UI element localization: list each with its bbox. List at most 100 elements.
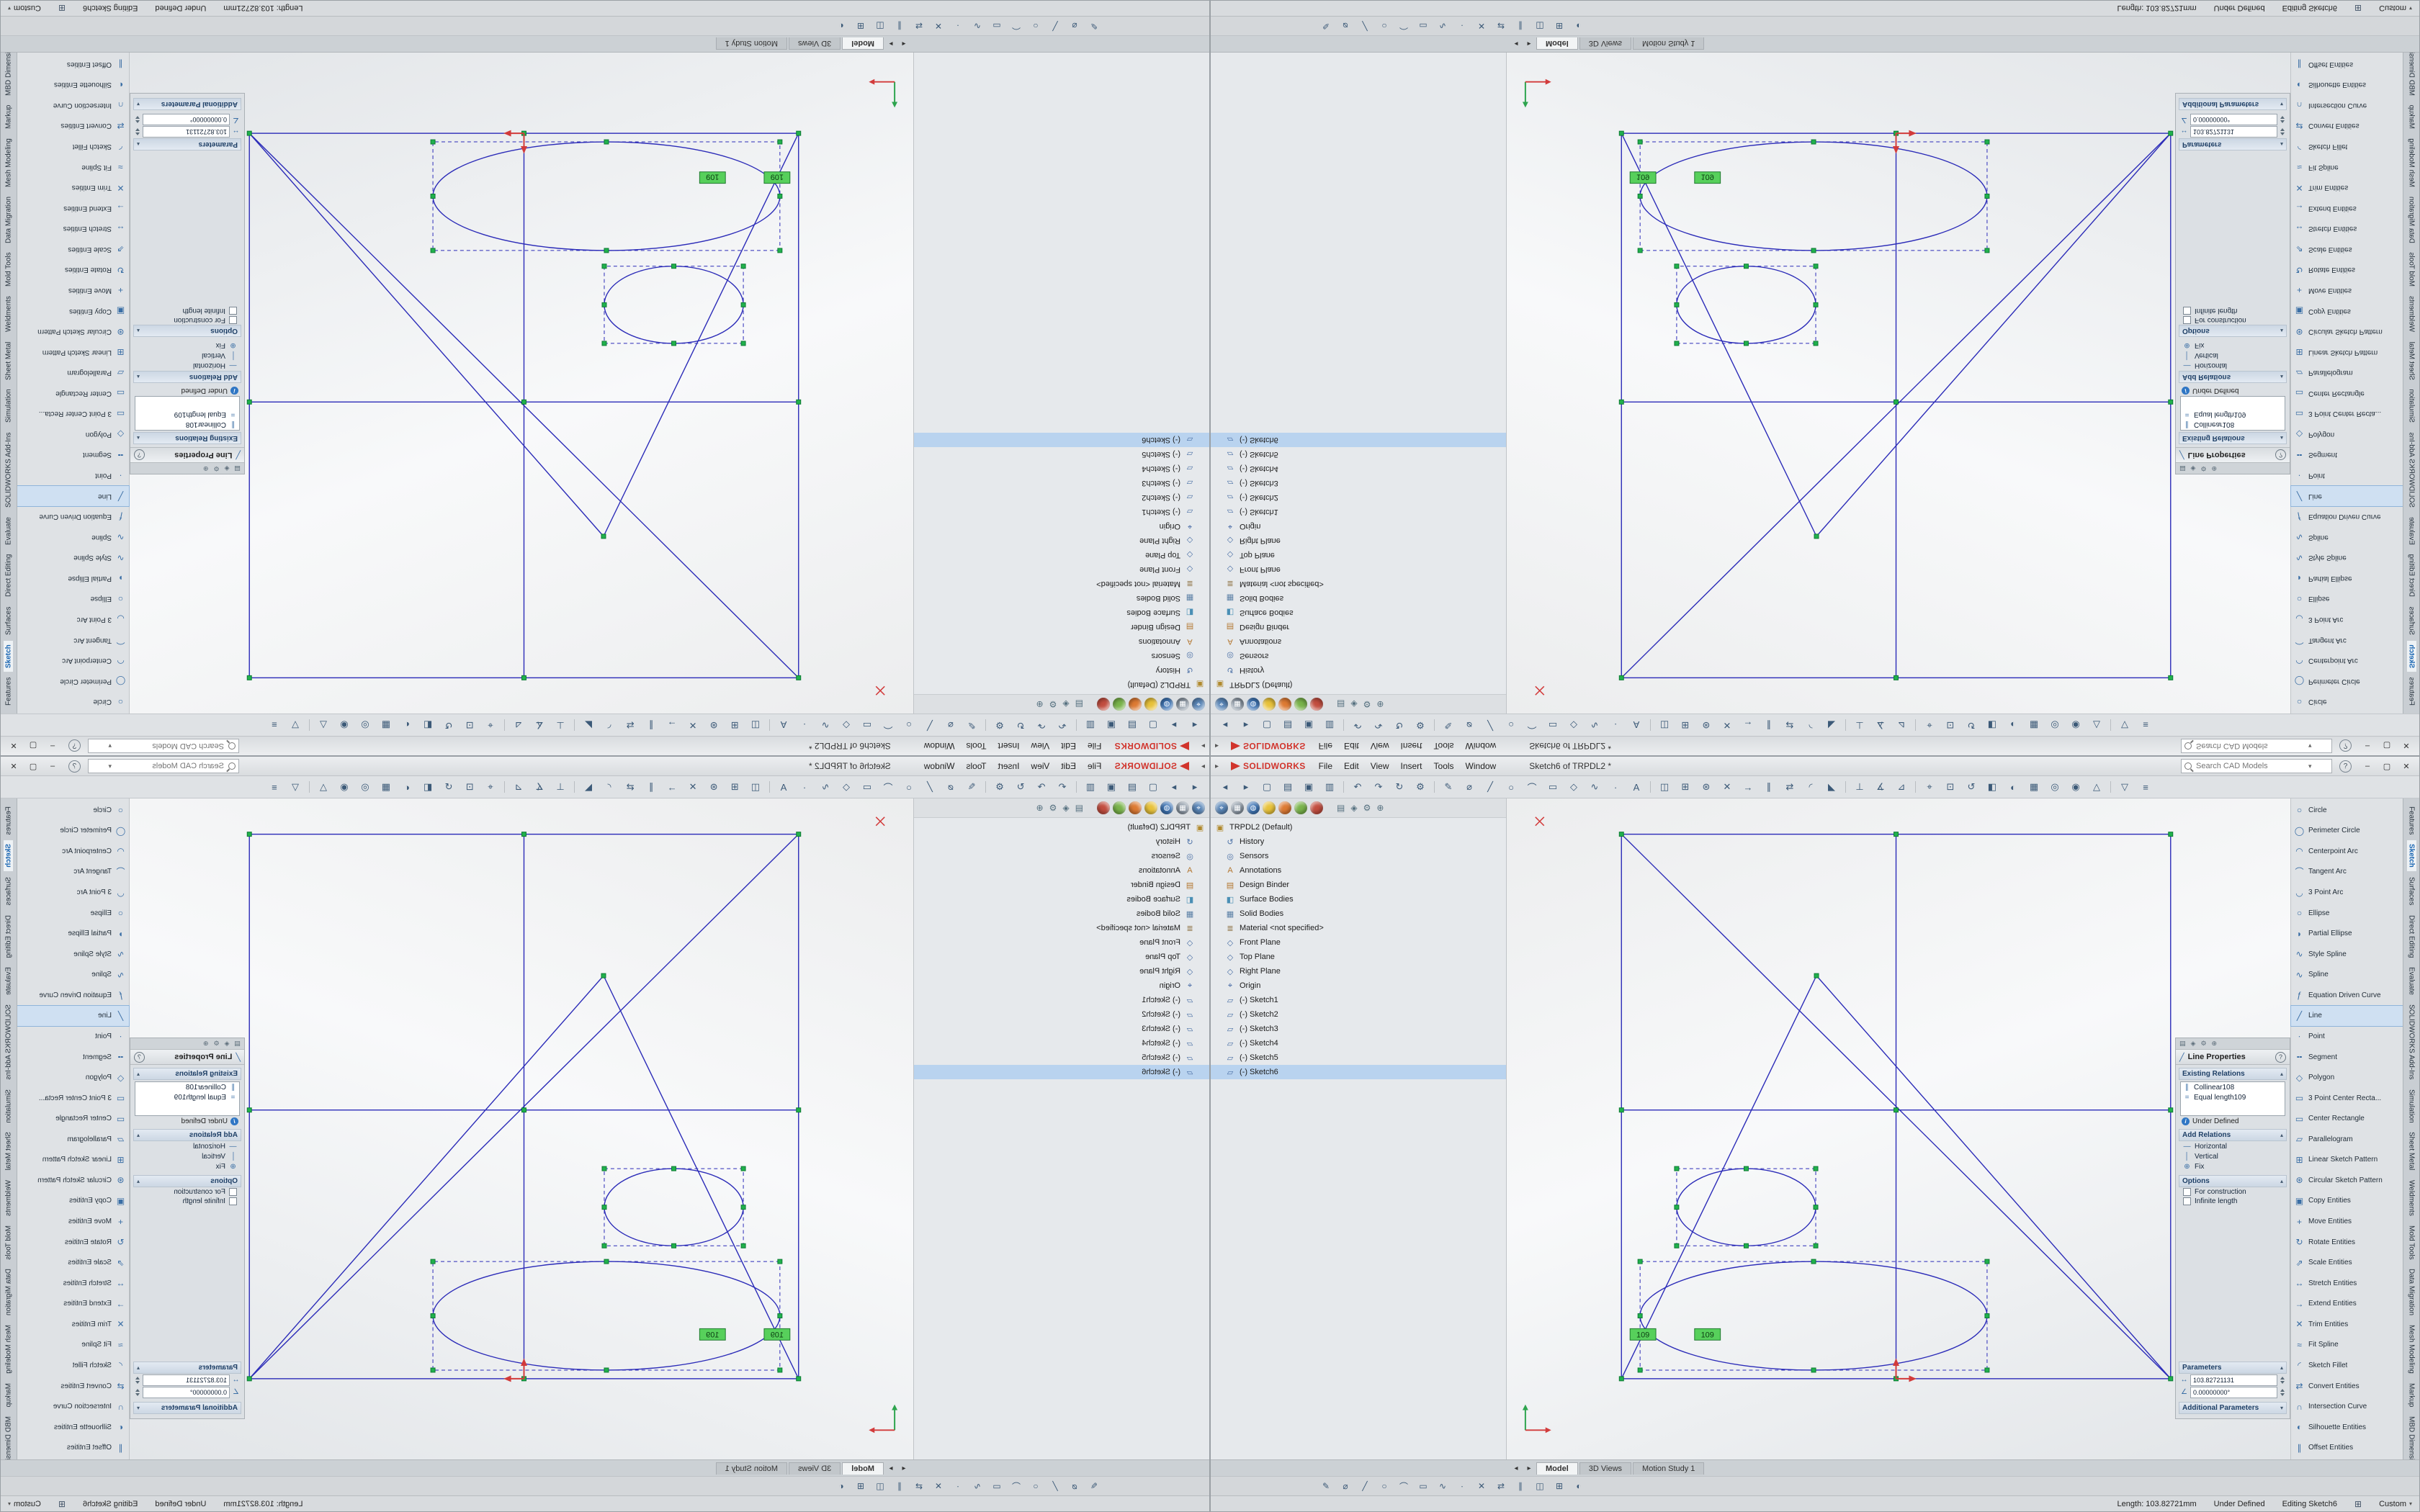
relations-listbox[interactable]: ∥ Collinear108 = Equal length109	[135, 396, 240, 431]
sketch-tool-button[interactable]: ⊛ Circular Sketch Pattern	[2291, 321, 2403, 342]
options-header[interactable]: Options ▴	[133, 1175, 241, 1187]
minimize-button[interactable]: –	[2365, 742, 2370, 750]
sketch-tool-button[interactable]: ◐ Silhouette Entities	[2291, 1417, 2403, 1438]
sketch-tool-button[interactable]: ▱ Parallelogram	[17, 1129, 129, 1150]
trim-entities-icon[interactable]: ✕	[689, 720, 697, 731]
commandmanager-tab[interactable]: SOLIDWORKS Add-Ins	[2407, 1004, 2416, 1080]
tab-scroll-left-icon[interactable]: ◂	[1514, 40, 1518, 48]
zoom-area-icon[interactable]: ⊡	[1946, 720, 1955, 731]
redo-icon[interactable]: ↷	[1037, 781, 1046, 792]
dimxpertmanager-tab-icon[interactable]: ⊕	[1036, 803, 1044, 813]
commandmanager-tab[interactable]: Direct Editing	[2407, 914, 2416, 958]
chamfer-icon[interactable]: ◣	[585, 720, 592, 731]
sketch-tool-button[interactable]: ✕ Trim Entities	[17, 177, 129, 198]
parameter-value-input[interactable]: 0.00000000°	[143, 1386, 230, 1398]
commandmanager-tab[interactable]: Surfaces	[2407, 877, 2416, 906]
checkbox[interactable]	[2183, 307, 2191, 315]
yellow-appearance-orb-icon[interactable]	[1263, 698, 1276, 711]
zoom-fit-orb-icon[interactable]: ⌖	[1192, 698, 1205, 711]
sketch-tool-button[interactable]: ⊞ Linear Sketch Pattern	[2291, 342, 2403, 363]
featuremanager-tab-icon[interactable]: ▤	[1075, 699, 1083, 709]
featuremanager-tab-icon[interactable]: ▤	[2179, 465, 2186, 472]
separator[interactable]	[769, 719, 770, 731]
sketch-tool-button[interactable]: ⊛ Circular Sketch Pattern	[17, 321, 129, 342]
tree-item[interactable]: ▦ Solid Bodies	[914, 906, 1209, 921]
back-icon[interactable]: ◂	[1222, 781, 1228, 792]
tree-item[interactable]: ▤ Design Binder	[1211, 620, 1506, 634]
display-style-icon[interactable]: ◐	[404, 781, 410, 793]
sketch-geometry[interactable]	[1621, 833, 2172, 1380]
graphics-area[interactable]: 109 109	[1507, 53, 2290, 714]
separator[interactable]	[504, 719, 505, 731]
search-box[interactable]: ▾	[88, 759, 239, 773]
menu-item[interactable]: Tools	[966, 761, 987, 771]
commandmanager-tab[interactable]: Direct Editing	[4, 554, 13, 598]
help-icon[interactable]: ?	[2339, 760, 2352, 773]
globe-orb-icon[interactable]: ◍	[1160, 801, 1173, 814]
sketch-tool-button[interactable]: ◗ Partial Ellipse	[17, 568, 129, 589]
separator[interactable]	[574, 781, 575, 793]
sketch-tool-button[interactable]: ╍ Segment	[2291, 1047, 2403, 1068]
sketch-tool-button[interactable]: + Move Entities	[17, 1211, 129, 1232]
sketch-tool-button[interactable]: ○ Circle	[17, 800, 129, 821]
maximize-button[interactable]: ▢	[2383, 762, 2391, 771]
add-relations-header[interactable]: Add Relations ▴	[2179, 1129, 2287, 1141]
tree-item[interactable]: ≣ Material <not specified>	[914, 577, 1209, 591]
green-orb-icon[interactable]	[1113, 801, 1126, 814]
forward-icon[interactable]: ▸	[1171, 720, 1177, 731]
checkbox[interactable]	[229, 1188, 237, 1196]
dimxpertmanager-tab-icon[interactable]: ⊕	[202, 465, 209, 472]
chamfer-icon[interactable]: ◣	[1828, 781, 1835, 792]
separator[interactable]	[1343, 781, 1344, 793]
relations-listbox[interactable]: ∥ Collinear108 = Equal length109	[2180, 396, 2285, 431]
featuremanager-tab-icon[interactable]: ▤	[1337, 699, 1345, 709]
sketch-geometry[interactable]	[248, 132, 799, 679]
sketch-tool-button[interactable]: ↔ Stretch Entities	[17, 219, 129, 240]
commandmanager-tab[interactable]: Evaluate	[2407, 967, 2416, 996]
search-input[interactable]	[115, 761, 225, 771]
menu-item[interactable]: File	[1318, 761, 1333, 771]
trim-entities-icon[interactable]: ✕	[934, 21, 943, 31]
sketch-tool-button[interactable]: ╍ Segment	[2291, 445, 2403, 466]
sketch-tool-button[interactable]: ∙ Point	[17, 1026, 129, 1047]
save-icon[interactable]: ▣	[1106, 720, 1116, 731]
tab-scroll-right-icon[interactable]: ▸	[889, 40, 893, 48]
tree-item[interactable]: ↺ History	[914, 834, 1209, 849]
sketch-tool-button[interactable]: ○ Ellipse	[17, 589, 129, 610]
commandmanager-tab[interactable]: Markup	[4, 104, 13, 129]
rectangle-icon[interactable]: ▭	[992, 1481, 1001, 1491]
relation-item[interactable]: = Equal length109	[138, 1094, 237, 1102]
tree-item[interactable]: ≣ Material <not specified>	[1211, 921, 1506, 935]
line-icon[interactable]: ╱	[927, 781, 933, 792]
search-box[interactable]: ▾	[2181, 759, 2332, 773]
help-icon[interactable]: ?	[68, 760, 81, 773]
menu-item[interactable]: Insert	[1400, 741, 1422, 751]
commandmanager-tab[interactable]: Mesh Modeling	[4, 138, 13, 187]
checkbox[interactable]	[229, 307, 237, 315]
sketch-fillet-icon[interactable]: ◜	[1809, 781, 1813, 792]
tree-item[interactable]: ▦ Solid Bodies	[914, 591, 1209, 606]
dimension-109-b[interactable]: 109	[699, 171, 726, 184]
spline-icon[interactable]: ∿	[1438, 1481, 1447, 1491]
angle-dimension-icon[interactable]: ∡	[1876, 720, 1885, 731]
forward-icon[interactable]: ▸	[1243, 781, 1249, 792]
configurationmanager-tab-icon[interactable]: ⚙	[213, 465, 220, 472]
undo-icon[interactable]: ↶	[1058, 720, 1067, 731]
polygon-icon[interactable]: ◇	[1570, 720, 1577, 731]
save-icon[interactable]: ▣	[1304, 781, 1314, 792]
chamfer-icon[interactable]: ◣	[1828, 720, 1835, 731]
close-button[interactable]: ✕	[2403, 741, 2410, 750]
sketch-tool-button[interactable]: ╱ Line	[17, 1004, 130, 1027]
sketch-tool-button[interactable]: ≈ Fit Spline	[17, 157, 129, 178]
propertymanager-tab-icon[interactable]: ◈	[1350, 803, 1358, 813]
separator[interactable]	[1650, 781, 1651, 793]
offset-entities-icon[interactable]: ∥	[897, 1481, 902, 1491]
hide-show-icon[interactable]: ◎	[361, 781, 369, 792]
close-button[interactable]: ✕	[10, 762, 17, 771]
tree-item[interactable]: ▱ (-) Sketch6	[1211, 433, 1506, 447]
angle-dimension-icon[interactable]: ∡	[1876, 781, 1885, 792]
point-icon[interactable]: ∙	[1461, 1481, 1464, 1491]
tab-scroll-right-icon[interactable]: ▸	[1527, 1464, 1531, 1472]
view-orientation-icon[interactable]: ▦	[2029, 781, 2039, 792]
forward-icon[interactable]: ▸	[1171, 781, 1177, 792]
